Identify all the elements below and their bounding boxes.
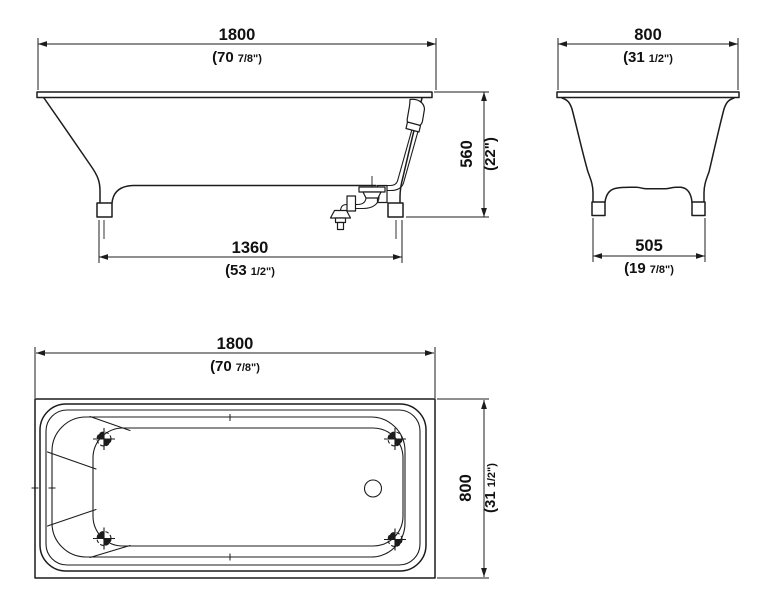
foot-marker <box>93 527 115 550</box>
plan-rim-outer <box>39 403 427 572</box>
dim-plan-width-inch: (31 1/2") <box>482 463 499 513</box>
drain-flange <box>358 186 386 193</box>
waste-stub-foot <box>336 221 345 231</box>
pipe-union-band <box>405 121 422 133</box>
inch-pre: (53 <box>225 262 247 279</box>
dimension-plan-length: 1800 (70 7/8") <box>34 335 436 398</box>
end-view: 800 (31 1/2") 505 (19 7/8") <box>556 26 740 277</box>
inch-frac: 1/2") <box>486 463 498 488</box>
dim-side-feet-inch: (53 1/2") <box>225 262 275 279</box>
end-bottom-profile <box>604 186 693 203</box>
inch-pre: (31 <box>623 49 645 66</box>
drain-hole <box>363 479 383 498</box>
dim-end-width-mm: 800 <box>634 26 662 44</box>
plan-rim-inner <box>45 409 421 566</box>
inch-pre: (22") <box>482 137 499 171</box>
dimension-side-feet-span: 1360 (53 1/2") <box>98 220 403 279</box>
dim-side-length-inch: (70 7/8") <box>212 49 262 66</box>
head-slope-seam <box>46 451 97 470</box>
plan-interior-opening <box>51 416 406 558</box>
plan-outer-rect <box>34 398 436 579</box>
plan-view: 1800 (70 7/8") 800 (31 1/2") <box>31 335 499 579</box>
dimension-plan-width: 800 (31 1/2") <box>437 398 499 579</box>
dim-side-length-mm: 1800 <box>219 26 256 44</box>
inch-pre: (31 <box>482 491 499 513</box>
dimension-side-height: 560 (22") <box>406 91 499 218</box>
waste-pipe-inner <box>351 197 367 206</box>
foot-marker <box>384 528 406 551</box>
dimension-side-length: 1800 (70 7/8") <box>37 26 437 90</box>
inch-pre: (19 <box>624 260 646 277</box>
pipe-inner-line <box>396 123 415 182</box>
side-view: 1800 (70 7/8") 560 (22") 1360 (53 1/2") <box>36 26 499 279</box>
head-slope-seam <box>46 508 97 527</box>
dim-end-width-inch: (31 1/2") <box>623 49 673 66</box>
overflow-pipe <box>376 98 426 204</box>
head-slope-seam <box>89 415 131 432</box>
waste-union-nut <box>346 195 357 212</box>
dim-side-height-inch: (22") <box>482 137 499 171</box>
inch-frac: 7/8") <box>650 264 675 276</box>
side-left-foot <box>96 202 113 218</box>
inch-pre: (70 <box>210 358 232 375</box>
drain-assembly <box>329 186 386 231</box>
dim-plan-length-inch: (70 7/8") <box>210 358 260 375</box>
pipe-bottom-outer <box>385 182 405 192</box>
end-left-wall <box>561 97 594 203</box>
inch-pre: (70 <box>212 49 234 66</box>
dim-side-feet-mm: 1360 <box>232 239 269 257</box>
inch-frac: 7/8") <box>236 362 261 374</box>
inch-frac: 1/2") <box>251 266 276 278</box>
dim-side-height-mm: 560 <box>458 140 476 168</box>
dim-plan-length-mm: 1800 <box>217 335 254 353</box>
end-left-foot <box>591 201 606 217</box>
drain-nut <box>362 191 382 199</box>
dim-end-feet-inch: (19 7/8") <box>624 260 674 277</box>
waste-elbow <box>339 203 348 212</box>
inch-frac: 7/8") <box>238 53 263 65</box>
waste-pipe-outer <box>351 196 380 210</box>
side-right-foot <box>387 202 404 218</box>
dimension-end-width: 800 (31 1/2") <box>557 26 739 90</box>
inch-frac: 1/2") <box>649 53 674 65</box>
dimension-end-feet-span: 505 (19 7/8") <box>592 218 706 277</box>
foot-marker <box>384 428 406 450</box>
waste-stub-flange <box>329 209 352 219</box>
head-slope-seam <box>89 544 131 559</box>
dim-end-feet-mm: 505 <box>635 237 663 255</box>
end-rim <box>556 91 740 99</box>
pipe-bottom-inner <box>385 180 399 187</box>
waste-stub <box>334 217 347 224</box>
pipe-outer-line <box>402 125 421 184</box>
side-left-wall <box>43 97 101 204</box>
dim-plan-width-mm: 800 <box>457 474 475 502</box>
end-right-foot <box>691 201 706 217</box>
side-bottom <box>111 184 377 204</box>
side-rim <box>36 91 433 99</box>
end-right-wall <box>703 97 735 203</box>
plan-floor-outline <box>92 427 404 547</box>
foot-marker <box>93 428 115 450</box>
